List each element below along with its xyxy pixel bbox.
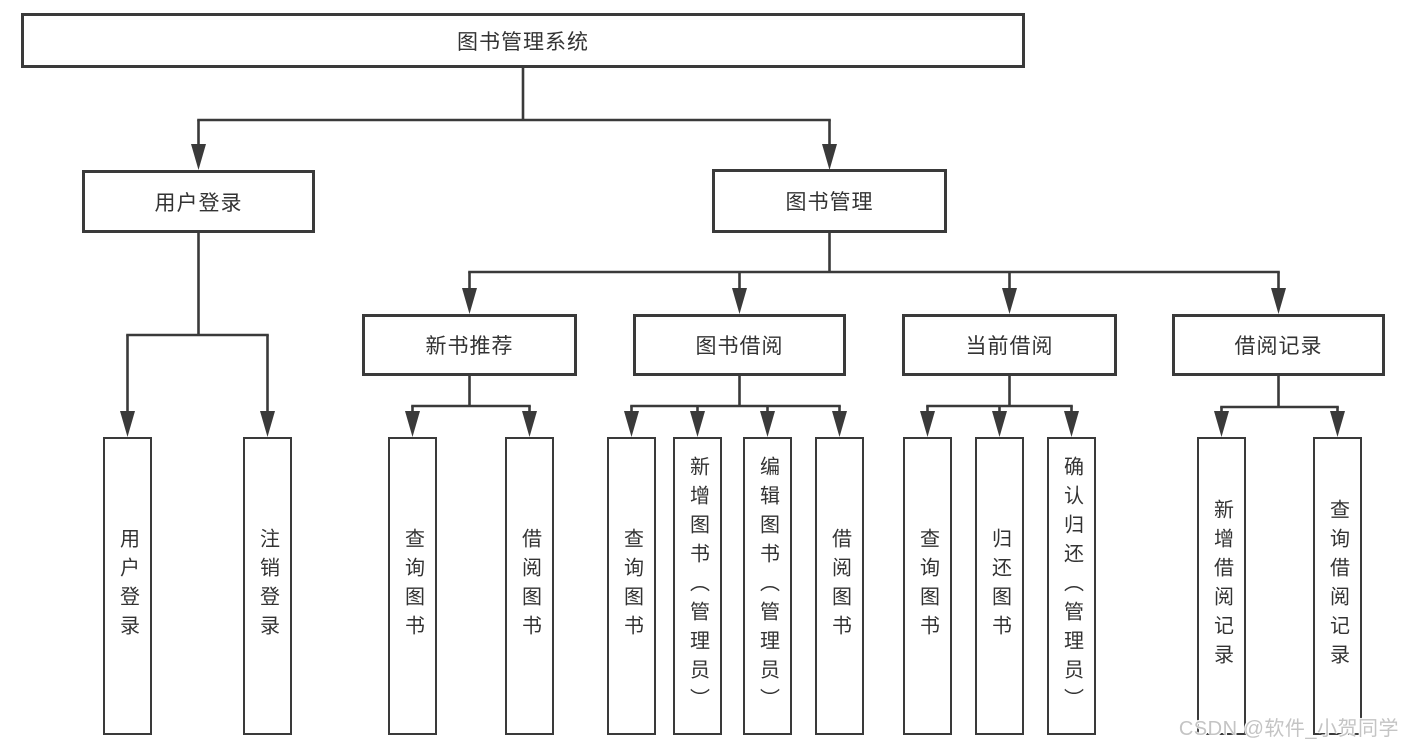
leaf-add-books-admin: 新增图书（管理员） [673,437,722,735]
node-book-borrowing: 图书借阅 [633,314,846,376]
leaf-return-books: 归还图书 [975,437,1024,735]
leaf-query-books-borrowing: 查询图书 [607,437,656,735]
leaf-borrow-books-recommend: 借阅图书 [505,437,554,735]
leaf-logout: 注销登录 [243,437,292,735]
leaf-confirm-return-admin: 确认归还（管理员） [1047,437,1096,735]
node-borrowing-records: 借阅记录 [1172,314,1385,376]
leaf-borrow-books-borrowing: 借阅图书 [815,437,864,735]
node-book-management: 图书管理 [712,169,947,233]
leaf-query-books-current: 查询图书 [903,437,952,735]
node-new-book-recommendation: 新书推荐 [362,314,577,376]
leaf-user-login: 用户登录 [103,437,152,735]
leaf-query-borrow-record: 查询借阅记录 [1313,437,1362,735]
node-current-borrowing: 当前借阅 [902,314,1117,376]
node-user-login: 用户登录 [82,170,315,233]
leaf-add-borrow-record: 新增借阅记录 [1197,437,1246,735]
leaf-edit-books-admin: 编辑图书（管理员） [743,437,792,735]
node-library-management-system: 图书管理系统 [21,13,1025,68]
csdn-watermark: CSDN @软件_小贺同学 [1178,718,1399,740]
leaf-query-books-recommend: 查询图书 [388,437,437,735]
